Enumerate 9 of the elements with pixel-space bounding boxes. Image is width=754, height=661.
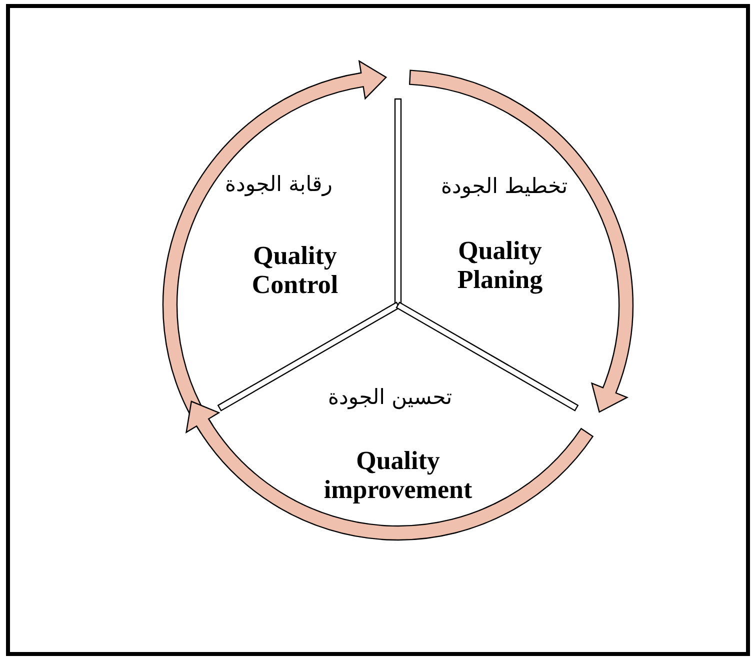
- sector-label: Quality Planing: [456, 237, 544, 294]
- sector-label: Quality Control: [250, 242, 340, 300]
- curved-arrow: [409, 70, 634, 413]
- sector-heading: تحسين الجودة: [328, 385, 452, 410]
- sector-label: Quality improvement: [322, 447, 474, 504]
- curved-arrow: [186, 400, 594, 540]
- sector-heading: رقابة الجودة: [225, 172, 332, 198]
- sector-heading: تخطيط الجودة: [441, 174, 568, 200]
- curved-arrow: [162, 60, 387, 434]
